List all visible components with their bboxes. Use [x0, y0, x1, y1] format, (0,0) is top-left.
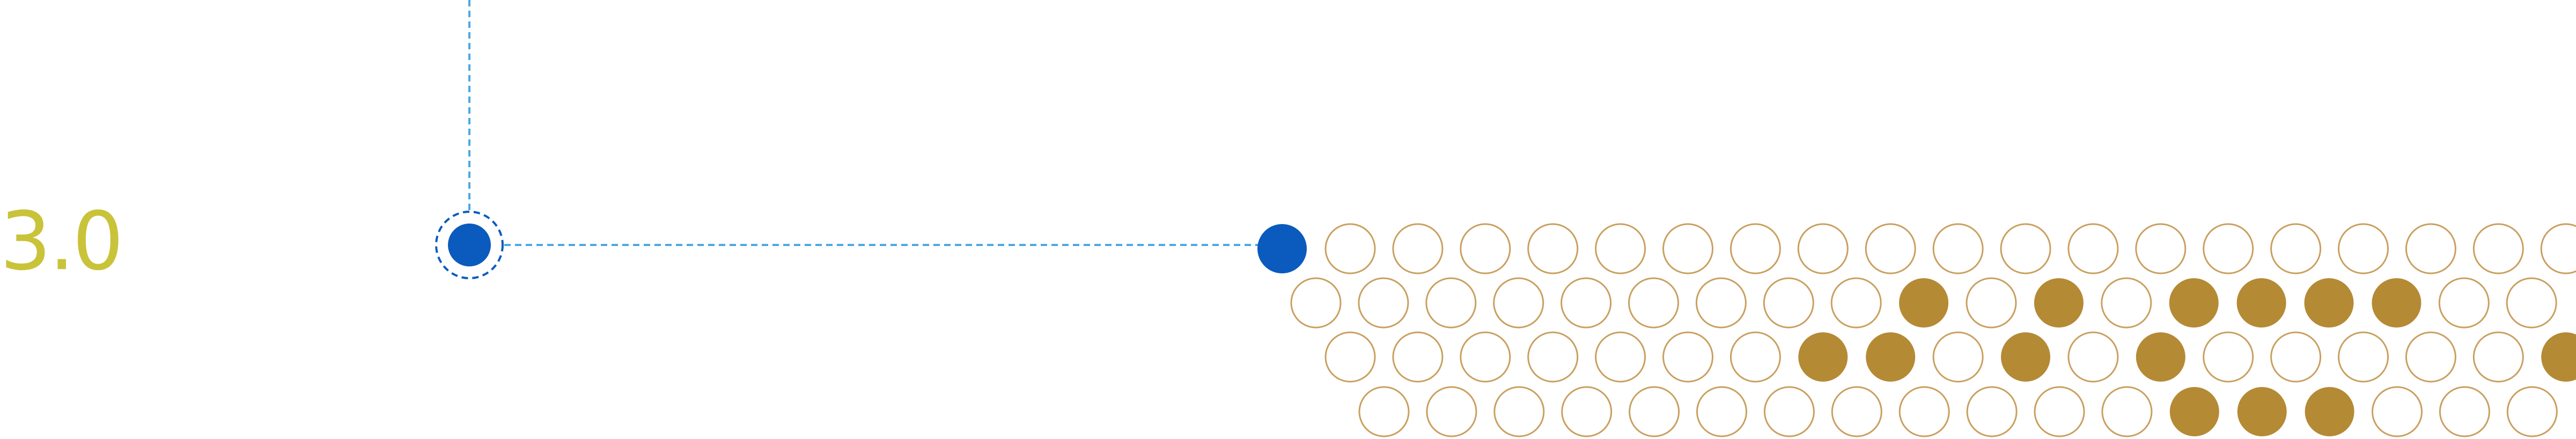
empty-dot [1797, 223, 1849, 274]
empty-dot [1966, 277, 2017, 329]
empty-dot [2203, 331, 2254, 383]
empty-dot [1932, 223, 1984, 274]
empty-dot [1729, 331, 1781, 383]
filled-dot [1899, 278, 1949, 328]
empty-dot [2034, 386, 2085, 437]
empty-dot [1527, 223, 1579, 274]
version-label: 3.0 [0, 195, 124, 288]
empty-dot [2135, 223, 2187, 274]
empty-dot [2439, 386, 2490, 437]
empty-dot [1392, 223, 1444, 274]
active-dot [1257, 224, 1307, 273]
filled-dot [2001, 332, 2050, 382]
empty-dot [1425, 277, 1477, 329]
empty-dot [2405, 331, 2456, 383]
empty-dot [2506, 277, 2557, 329]
empty-dot [2472, 331, 2524, 383]
empty-dot [1561, 386, 1613, 437]
empty-dot [2338, 331, 2389, 383]
empty-dot [2338, 223, 2389, 274]
empty-dot [1527, 331, 1579, 383]
filled-dot [2372, 278, 2422, 328]
filled-dot [2305, 387, 2354, 436]
empty-dot [1392, 331, 1444, 383]
empty-dot [1324, 331, 1376, 383]
empty-dot [1662, 331, 1713, 383]
empty-dot [1628, 277, 1679, 329]
empty-dot [2270, 331, 2322, 383]
empty-dot [1629, 386, 1680, 437]
empty-dot [2101, 277, 2152, 329]
empty-dot [2203, 223, 2254, 274]
empty-dot [2540, 223, 2576, 274]
empty-dot [1290, 277, 1342, 329]
milestone-dashed-ring [435, 211, 504, 279]
empty-dot [2270, 223, 2322, 274]
empty-dot [2506, 386, 2558, 437]
empty-dot [1460, 331, 1511, 383]
filled-dot [2304, 278, 2354, 328]
empty-dot [2101, 386, 2153, 437]
milestone-marker [448, 224, 491, 266]
empty-dot [1493, 386, 1545, 437]
dot-grid [1290, 223, 2576, 437]
empty-dot [1898, 386, 1950, 437]
empty-dot [1729, 223, 1781, 274]
empty-dot [1696, 386, 1747, 437]
filled-dot [1866, 332, 1916, 382]
empty-dot [2000, 223, 2051, 274]
filled-dot [2541, 332, 2576, 382]
filled-dot [2034, 278, 2084, 328]
empty-dot [1426, 386, 1477, 437]
empty-dot [1358, 386, 1410, 437]
empty-dot [1561, 277, 1612, 329]
empty-dot [1460, 223, 1511, 274]
filled-dot [2169, 387, 2219, 436]
empty-dot [1966, 386, 2018, 437]
empty-dot [1493, 277, 1544, 329]
filled-dot [2136, 332, 2185, 382]
filled-dot [1798, 332, 1848, 382]
empty-dot [2067, 331, 2119, 383]
empty-dot [1595, 223, 1646, 274]
empty-dot [2438, 277, 2490, 329]
empty-dot [1763, 386, 1815, 437]
empty-dot [1831, 386, 1882, 437]
empty-dot [1763, 277, 1814, 329]
empty-dot [1662, 223, 1713, 274]
empty-dot [2372, 386, 2423, 437]
filled-dot [2236, 278, 2286, 328]
empty-dot [1830, 277, 1882, 329]
empty-dot [1865, 223, 1916, 274]
filled-dot [2169, 278, 2219, 328]
empty-dot [2067, 223, 2119, 274]
empty-dot [1595, 331, 1646, 383]
empty-dot [1695, 277, 1747, 329]
empty-dot [1358, 277, 1409, 329]
empty-dot [2472, 223, 2524, 274]
filled-dot [2237, 387, 2287, 436]
empty-dot [1932, 331, 1984, 383]
empty-dot [2405, 223, 2456, 274]
empty-dot [1324, 223, 1376, 274]
